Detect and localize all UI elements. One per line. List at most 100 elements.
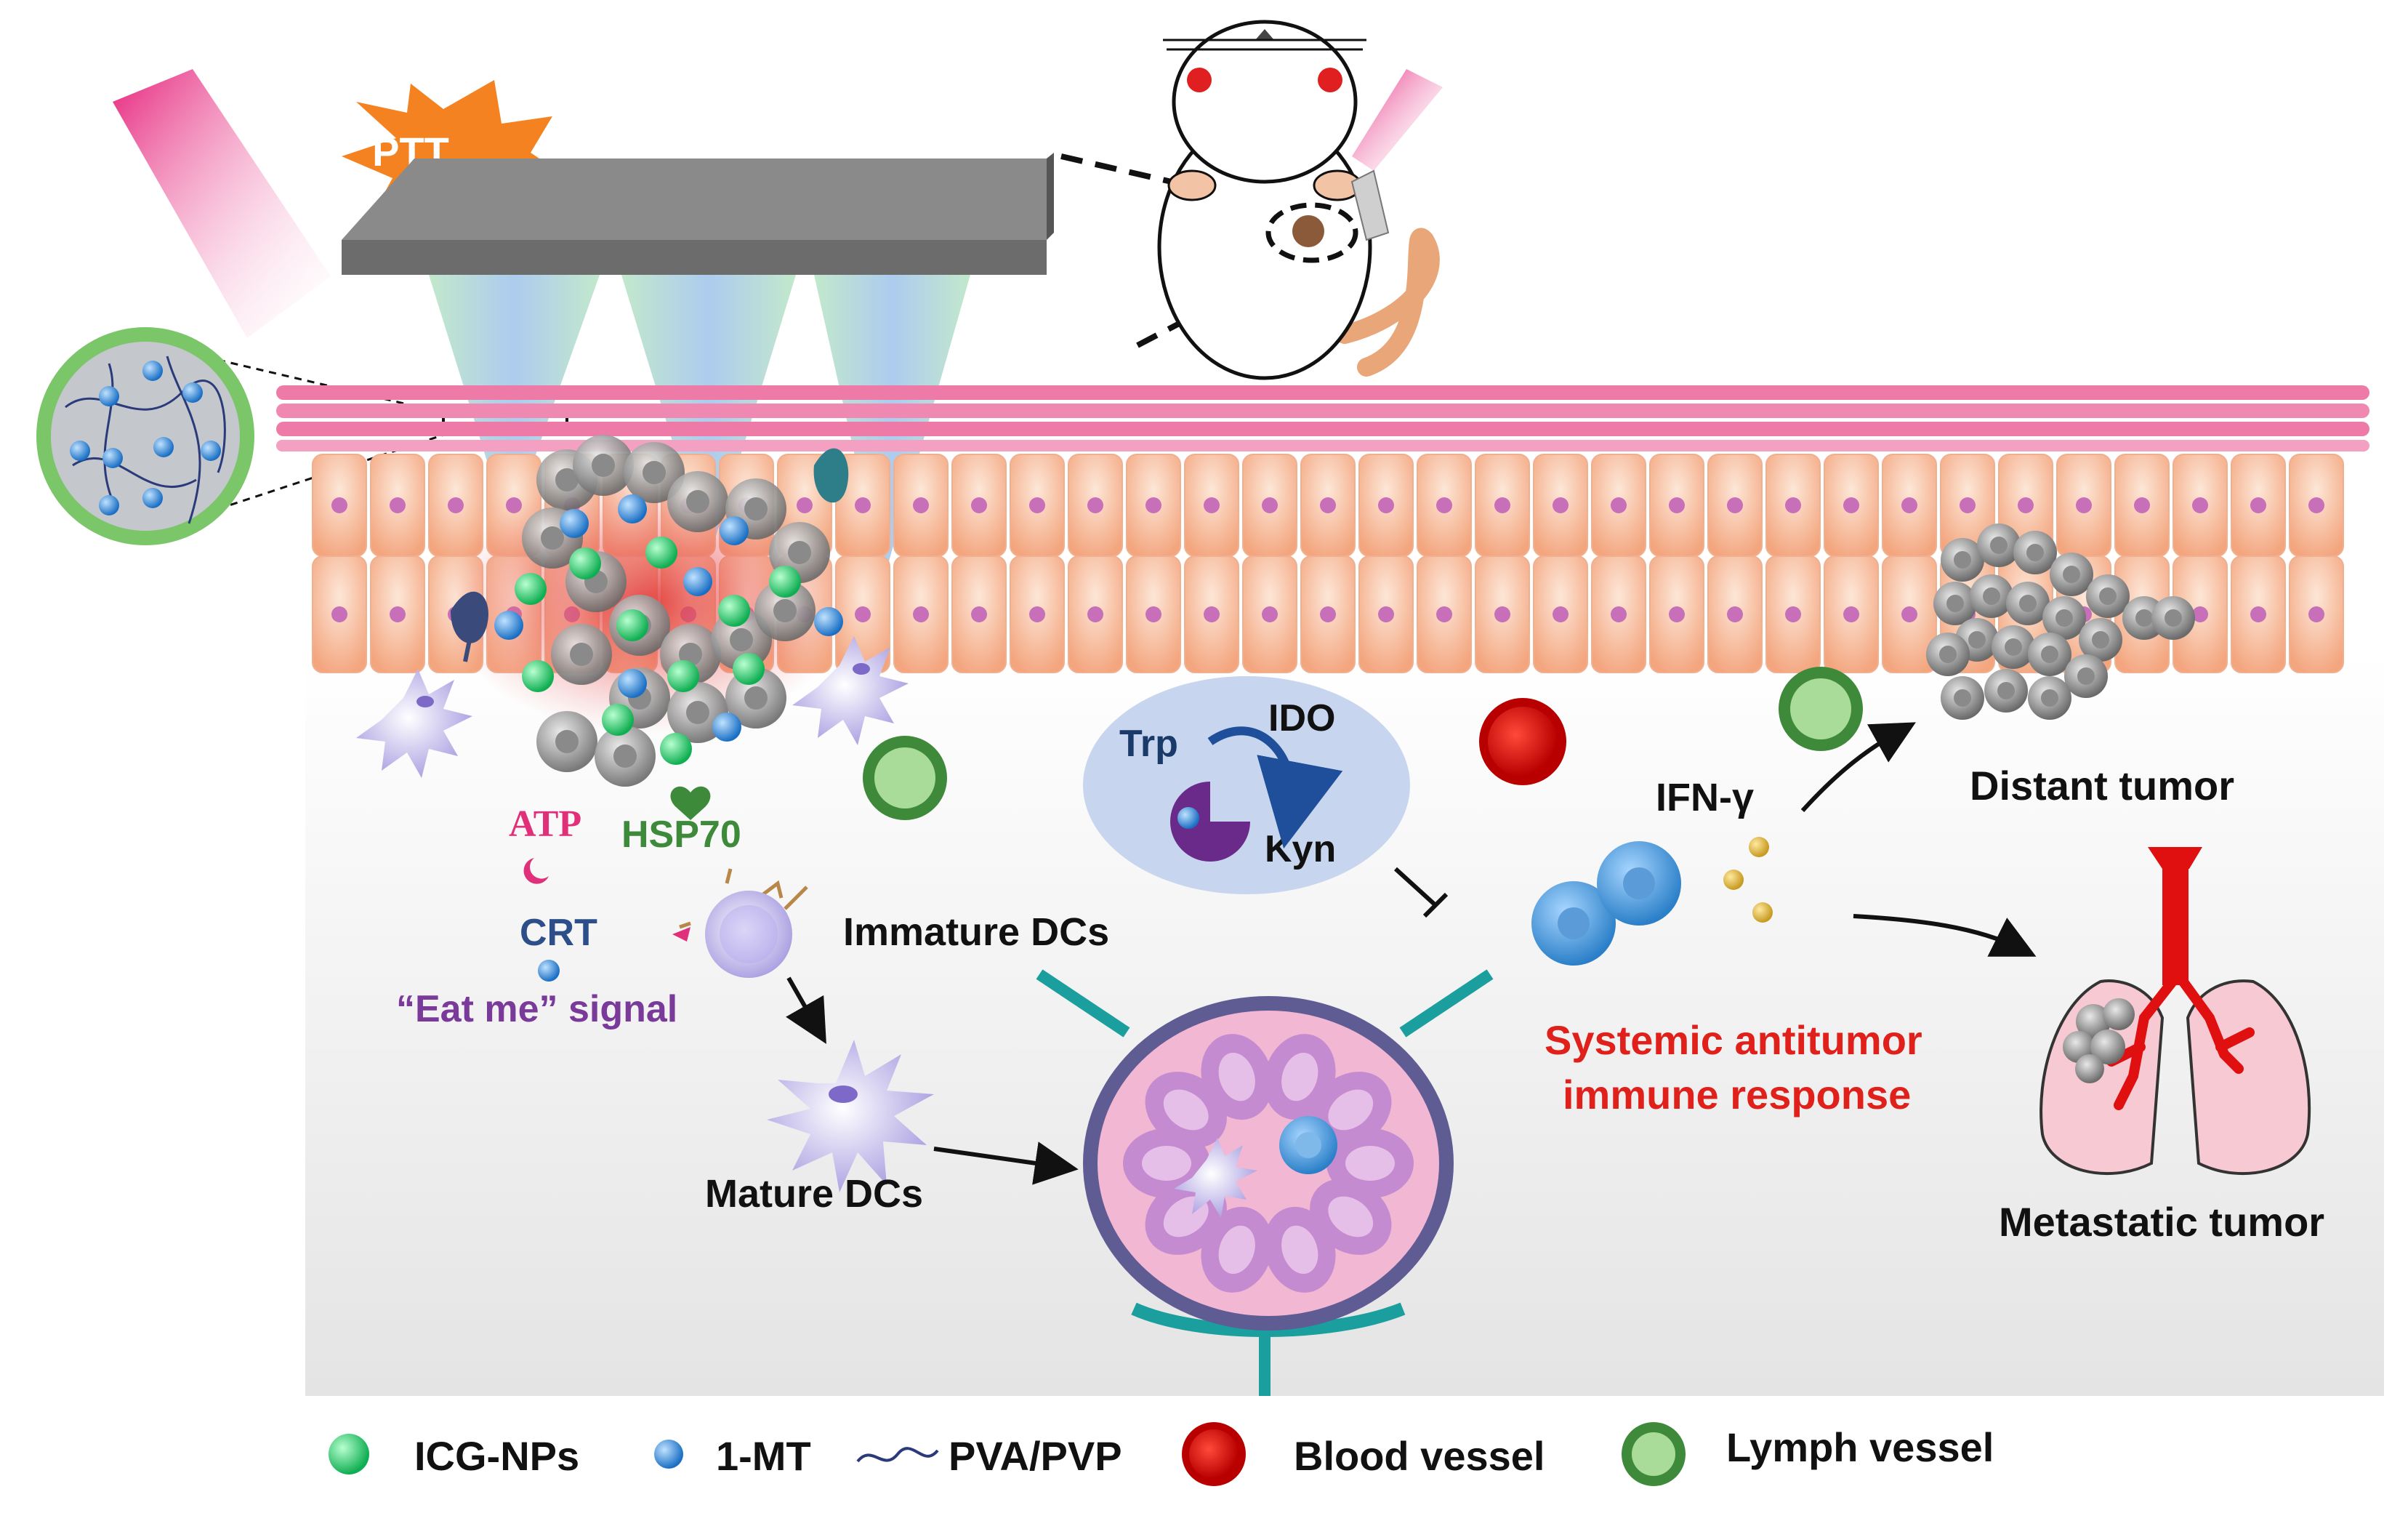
one-mt-inhibitor-icon [1177,807,1199,829]
icg-np-particle [616,609,648,641]
tissue-cell [1475,454,1530,557]
distant-tumor-cell [2050,553,2093,596]
atp-icon [523,858,549,884]
legend-label-pva-pvp: PVA/PVP [949,1433,1122,1479]
distant-tumor [1926,523,2195,720]
distant-tumor-cell [2042,596,2086,640]
dc-near-site-left [356,669,472,778]
distant-tumor-cell [1977,523,2021,567]
mouse-tumor-site [1265,202,1358,263]
tissue-cell [2231,555,2286,673]
crt-label: CRT [520,912,597,954]
tissue-cell [1300,454,1356,557]
atp-label: ATP [509,803,581,845]
distant-tumor-cell [1992,625,2035,669]
distant-tumor-cell [1970,574,2013,618]
distant-tumor-cell [2006,582,2050,625]
blood-vessel-icon [1182,1422,1246,1486]
tissue-cell [370,454,425,557]
tissue-cell [312,454,367,557]
tissue-cell [1824,555,1879,673]
one-mt-particle [560,509,589,538]
tissue-cell [1358,454,1414,557]
one-mt-particle [618,494,647,523]
tumor-cell [536,711,597,772]
icg-np-particle [602,704,634,736]
one-mt-particle [683,567,712,596]
tissue-cell [1591,454,1646,557]
legend-label-one-mt: 1-MT [716,1433,811,1479]
hsp70-label: HSP70 [621,814,741,856]
tissue-cell [1242,454,1297,557]
icg-np-particle [769,566,801,598]
mouse-illustration [1157,20,1440,380]
tissue-cell [1649,454,1704,557]
one-mt-particle [814,607,843,636]
distant-tumor-cell [1926,633,1970,676]
tissue-cell [1417,454,1472,557]
tissue-cell [951,454,1007,557]
lymph-vessel-2 [1779,667,1863,751]
tissue-cell [1242,555,1297,673]
skin-epidermis [276,385,2369,452]
tissue-cell [1533,555,1588,673]
macrophage-left [451,591,488,662]
tumor-cell [667,471,728,532]
distant-tumor-cell [1984,669,2028,713]
dc-near-site-right [792,636,909,745]
distant-tumor-cell [1933,582,1977,625]
tissue-cell [312,555,367,673]
distant-tumor-cell [2013,531,2057,574]
tissue-cell [1475,555,1530,673]
ido-pathway: Trp IDO Kyn [1083,676,1449,918]
one-mt-particle [618,669,647,698]
icg-np-particle [667,660,699,692]
tissue-cell [1533,454,1588,557]
laser-beam-left [113,69,331,338]
one-mt-particle [712,713,741,742]
tissue-cell [2056,454,2111,557]
t-cells [1531,841,1681,966]
icg-np-particle [515,573,547,605]
distant-tumor-cell [2064,654,2108,698]
tissue-cell [370,555,425,673]
lymph-vessel-icon [1622,1422,1686,1486]
tissue-cell [1068,555,1123,673]
lymph-node-lobe [1201,1034,1273,1120]
pva-pvp-icon [856,1447,939,1463]
distant-tumor-cell [2028,633,2071,676]
lymph-node [1036,969,1494,1396]
icg-np-particle [733,653,765,685]
eat-me-signal-label: “Eat me” signal [396,988,677,1030]
tissue-cell [1184,454,1239,557]
tissue-cell [2231,454,2286,557]
blood-vessel [1479,698,1566,785]
matrix-zoom-circle [36,327,568,545]
tissue-cell [893,555,949,673]
legend-label-lymph-vessel: Lymph vessel [1726,1424,1994,1470]
ifn-gamma-particles [1723,837,1773,923]
tissue-cell [1068,454,1123,557]
lymph-node-lobe [1263,1206,1336,1293]
tissue-cell [951,555,1007,673]
tissue-cell [2173,555,2228,673]
distant-tumor-label: Distant tumor [1970,763,2234,808]
distant-tumor-cell [1941,676,1984,720]
distant-tumor-cell [2086,574,2130,618]
arrow-immature-to-mature [786,976,826,1044]
tumor-cell [595,726,656,787]
ifn-gamma-label: IFN-γ [1656,776,1754,819]
tumor-injection-site [443,435,850,787]
immature-dcs-label: Immature DCs [843,910,1109,954]
tissue-cell [1358,555,1414,673]
lungs-illustration [2039,847,2311,1176]
immature-dc [672,868,808,978]
arrow-to-metastatic-tumor [1853,914,2037,957]
tissue-cell [2114,454,2170,557]
icg-np-particle [660,733,692,765]
tumor-cell [754,580,816,641]
metastatic-tumor-label: Metastatic tumor [1999,1199,2324,1245]
tissue-cell [1707,454,1763,557]
icg-np-particle [522,660,554,692]
